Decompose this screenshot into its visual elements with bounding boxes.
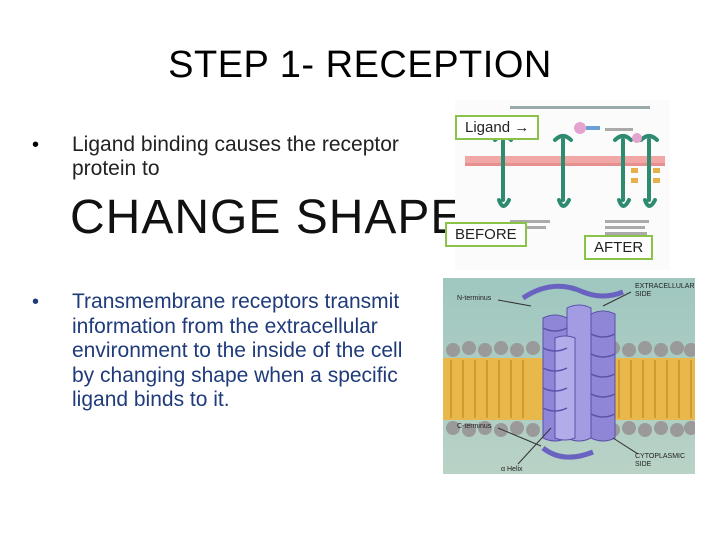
bullet-transmembrane: • Transmembrane receptors transmit infor… — [30, 290, 430, 413]
bullet-text: Ligand binding causes the receptor prote… — [72, 133, 399, 180]
membrane-helix-illustration: N-terminus EXTRACELLULAR SIDE C-terminus… — [443, 278, 698, 474]
alpha-helix-label: α Helix — [501, 466, 523, 473]
slide-title: STEP 1- RECEPTION — [168, 44, 552, 86]
change-shape-text: CHANGE SHAPE — [70, 191, 464, 244]
c-terminus-label: C-terminus — [457, 423, 492, 430]
before-label: BEFORE — [445, 222, 527, 247]
ligand-label: Ligand → — [455, 115, 540, 140]
after-label: AFTER — [584, 235, 654, 260]
extracellular-side-label: SIDE — [635, 291, 652, 298]
extracellular-label: EXTRACELLULAR — [635, 283, 695, 290]
bullet-marker: • — [32, 291, 40, 313]
bullet-ligand-binding: • Ligand binding causes the receptor pro… — [30, 133, 430, 181]
cytoplasmic-side-label: SIDE — [635, 461, 652, 468]
n-terminus-label: N-terminus — [457, 295, 492, 302]
cytoplasmic-label: CYTOPLASMIC — [635, 453, 685, 460]
bullet-text: Transmembrane receptors transmit informa… — [72, 290, 403, 411]
bullet-marker: • — [32, 134, 40, 156]
transmembrane-receptor-figure: N-terminus EXTRACELLULAR SIDE C-terminus… — [443, 278, 698, 474]
